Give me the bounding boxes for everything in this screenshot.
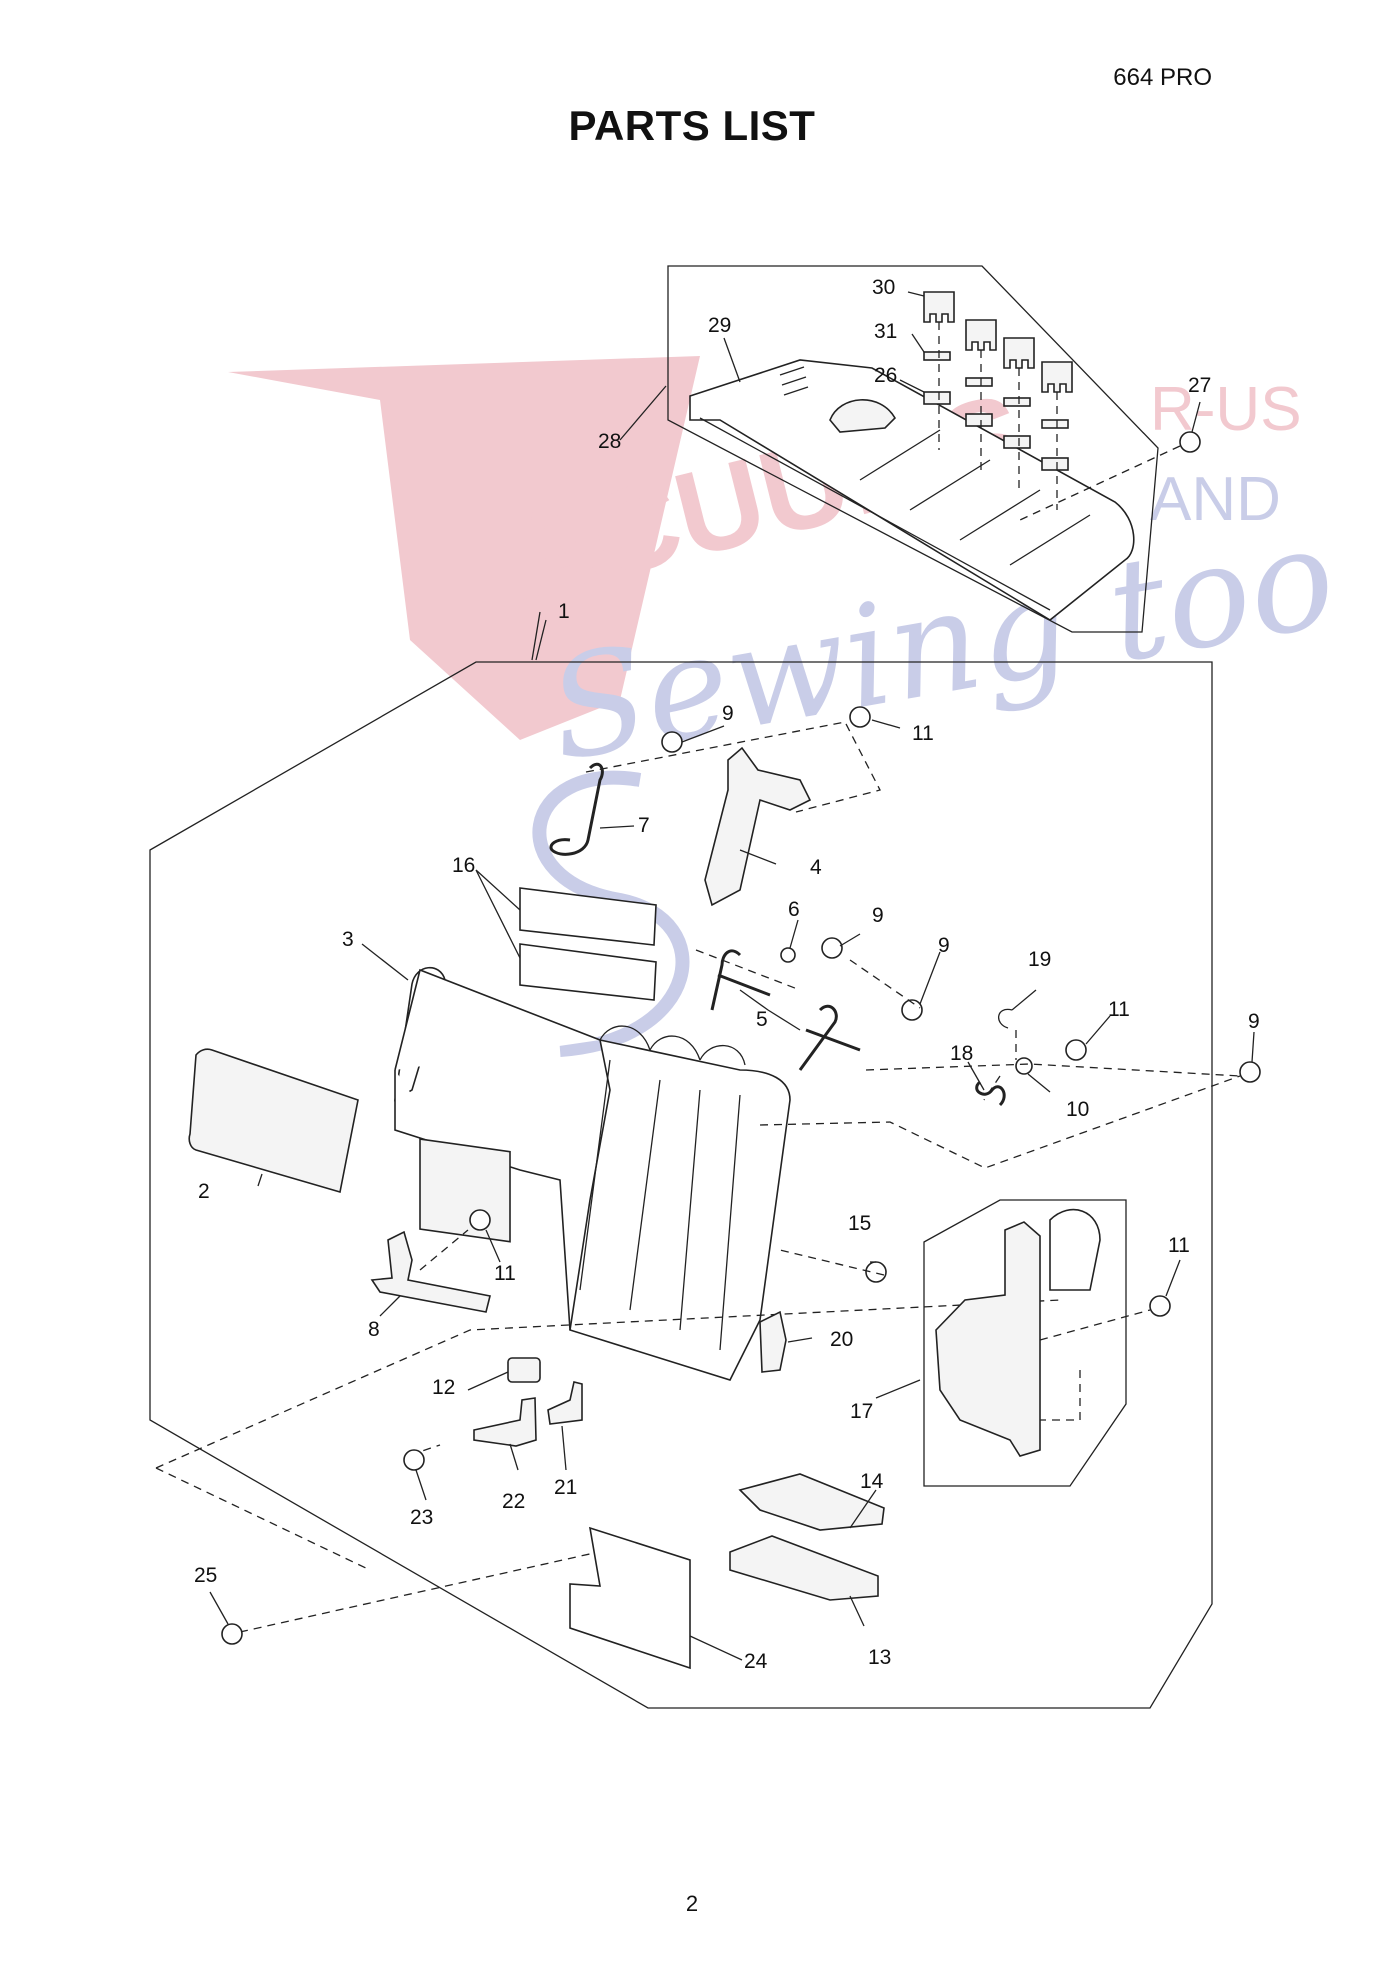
- part-11-screw: [1065, 1039, 1087, 1061]
- label-part-14: 14: [860, 1470, 884, 1493]
- inset-assembly-17: [923, 1199, 1151, 1487]
- label-part-31: 31: [874, 320, 897, 343]
- part-16-label: [519, 887, 657, 946]
- part-9-screw: [821, 937, 843, 959]
- leader-lines: [209, 291, 1255, 1661]
- label-part-9b: 9: [872, 904, 884, 927]
- part-11-screw: [469, 1209, 491, 1231]
- label-part-11d: 11: [1168, 1234, 1190, 1257]
- part-2-front-panel: [188, 1048, 359, 1194]
- part-26-pad: [923, 391, 951, 405]
- part-31-felt: [923, 351, 951, 361]
- label-part-3: 3: [342, 928, 354, 951]
- part-labels: 1 2 3 4 5 6 7 8 9 9 9 9 10 11 11 11 11 1…: [194, 276, 1260, 1673]
- part-30-thread-guide: [1003, 337, 1035, 369]
- label-part-9d: 9: [1248, 1010, 1260, 1033]
- label-part-11b: 11: [1108, 998, 1130, 1021]
- label-part-21: 21: [554, 1476, 577, 1499]
- part-14-plate: [738, 1473, 885, 1531]
- part-25-screw: [221, 1623, 243, 1645]
- label-part-9c: 9: [938, 934, 950, 957]
- label-part-16: 16: [452, 854, 475, 877]
- label-part-10: 10: [1066, 1098, 1089, 1121]
- part-3-main-cover: [393, 966, 791, 1381]
- part-26-pad: [965, 413, 993, 427]
- label-part-19: 19: [1028, 948, 1051, 971]
- label-part-24: 24: [744, 1650, 768, 1673]
- page-number: 2: [685, 1891, 699, 1916]
- part-9-screw: [901, 999, 923, 1021]
- model-number: 664 PRO: [1113, 64, 1212, 91]
- label-part-11a: 11: [912, 722, 934, 745]
- label-part-23: 23: [410, 1506, 433, 1529]
- label-part-29: 29: [708, 314, 731, 337]
- part-17-mechanism: [935, 1221, 1041, 1457]
- part-9-screw: [661, 731, 683, 753]
- part-30-thread-guide: [1041, 361, 1073, 393]
- part-31-felt: [965, 377, 993, 387]
- part-10-washer: [1015, 1057, 1033, 1075]
- inset-assembly-28: [667, 265, 1201, 633]
- page-title: PARTS LIST: [568, 102, 816, 149]
- part-7-spring: [549, 762, 604, 856]
- part-5-spring: [798, 1004, 861, 1071]
- part-22-bracket: [473, 1397, 537, 1447]
- part-11-screw: [1149, 1295, 1171, 1317]
- part-18-spring: [975, 1080, 1006, 1107]
- label-part-22: 22: [502, 1490, 525, 1513]
- label-part-4: 4: [810, 856, 822, 879]
- part-9-screw: [1239, 1061, 1261, 1083]
- label-part-27: 27: [1188, 374, 1211, 397]
- label-part-17: 17: [850, 1400, 873, 1423]
- label-part-5: 5: [756, 1008, 768, 1031]
- label-part-20: 20: [830, 1328, 853, 1351]
- label-part-15: 15: [848, 1212, 871, 1235]
- part-6-washer: [780, 947, 796, 963]
- label-part-12: 12: [432, 1376, 455, 1399]
- label-part-2: 2: [198, 1180, 210, 1203]
- part-20-clip: [759, 1310, 787, 1373]
- watermark-text-and: AND: [1150, 465, 1281, 534]
- label-part-9a: 9: [722, 702, 734, 725]
- part-24-sheet: [569, 1526, 691, 1670]
- part-29-dial: [829, 399, 897, 433]
- label-part-18: 18: [950, 1042, 973, 1065]
- label-part-26: 26: [874, 364, 897, 387]
- part-4-bracket: [704, 746, 812, 907]
- watermark: ACUUMS R-US AND Sewing too: [228, 356, 1346, 1057]
- part-12-pad: [507, 1357, 541, 1383]
- part-30-thread-guide: [965, 319, 997, 351]
- label-part-28: 28: [598, 430, 621, 453]
- part-11-screw: [849, 706, 871, 728]
- part-23-screw: [403, 1449, 425, 1471]
- label-part-6: 6: [788, 898, 800, 921]
- label-part-25: 25: [194, 1564, 217, 1587]
- part-8-bracket: [370, 1230, 491, 1313]
- label-part-30: 30: [872, 276, 895, 299]
- label-part-1: 1: [558, 600, 570, 623]
- part-31-felt: [1003, 397, 1031, 407]
- outline-assembly-1: [149, 661, 1213, 1709]
- watermark-v-shape: [228, 356, 700, 740]
- label-part-8: 8: [368, 1318, 380, 1341]
- part-13-hinge: [729, 1535, 879, 1601]
- part-19-e-ring: [998, 1008, 1013, 1029]
- label-part-13: 13: [868, 1646, 891, 1669]
- part-29-top-cover: [689, 359, 1135, 621]
- label-part-11c: 11: [494, 1262, 516, 1285]
- part-27-screw: [1179, 431, 1201, 453]
- part-30-thread-guide: [923, 291, 955, 323]
- watermark-text-rus: R-US: [1150, 375, 1302, 444]
- part-26-pad: [1041, 457, 1069, 471]
- part-31-felt: [1041, 419, 1069, 429]
- part-16-label: [519, 943, 657, 1001]
- part-21-bracket: [547, 1381, 583, 1425]
- part-26-pad: [1003, 435, 1031, 449]
- label-part-7: 7: [638, 814, 650, 837]
- part-5-spring: [710, 949, 771, 1011]
